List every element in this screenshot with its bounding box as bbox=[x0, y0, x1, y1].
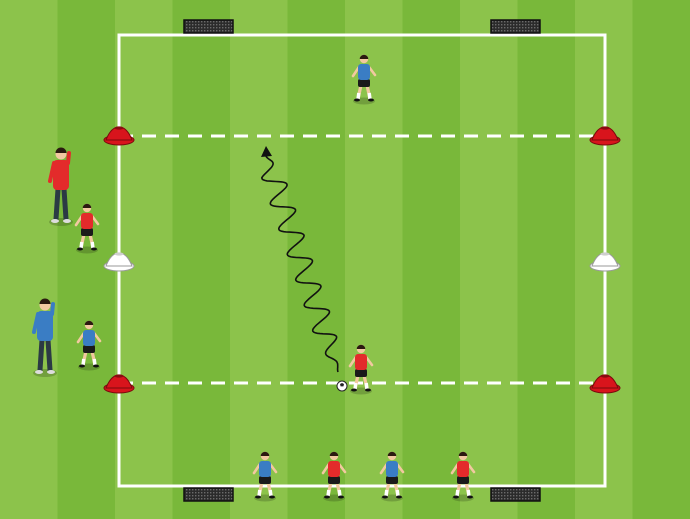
grass-stripe bbox=[633, 0, 690, 519]
grass-stripe bbox=[288, 0, 346, 519]
grass-stripe bbox=[173, 0, 231, 519]
grass-stripe bbox=[230, 0, 288, 519]
ball bbox=[337, 381, 347, 391]
mini-goal-bottom-left bbox=[184, 488, 233, 501]
grass-stripe bbox=[518, 0, 576, 519]
grass-stripe bbox=[403, 0, 461, 519]
mini-goal-top-left bbox=[184, 20, 233, 33]
mini-goal-bottom-right bbox=[491, 488, 540, 501]
grass-stripe bbox=[345, 0, 403, 519]
grass-stripe bbox=[0, 0, 58, 519]
grass-stripe bbox=[58, 0, 116, 519]
grass-stripe bbox=[460, 0, 518, 519]
mini-goal-top-right bbox=[491, 20, 540, 33]
